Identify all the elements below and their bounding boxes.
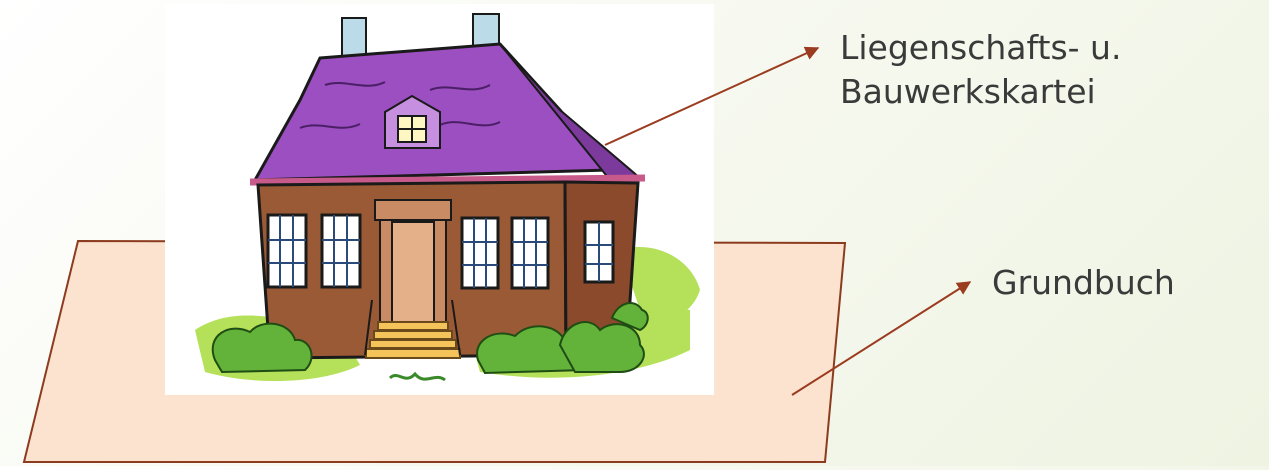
house-icon	[165, 4, 714, 395]
building-register-label: Liegenschafts- u. Bauwerkskartei	[840, 26, 1121, 114]
building-register-line-2: Bauwerkskartei	[840, 70, 1121, 114]
land-register-label: Grundbuch	[992, 261, 1175, 305]
building-register-line-1: Liegenschafts- u.	[840, 26, 1121, 70]
